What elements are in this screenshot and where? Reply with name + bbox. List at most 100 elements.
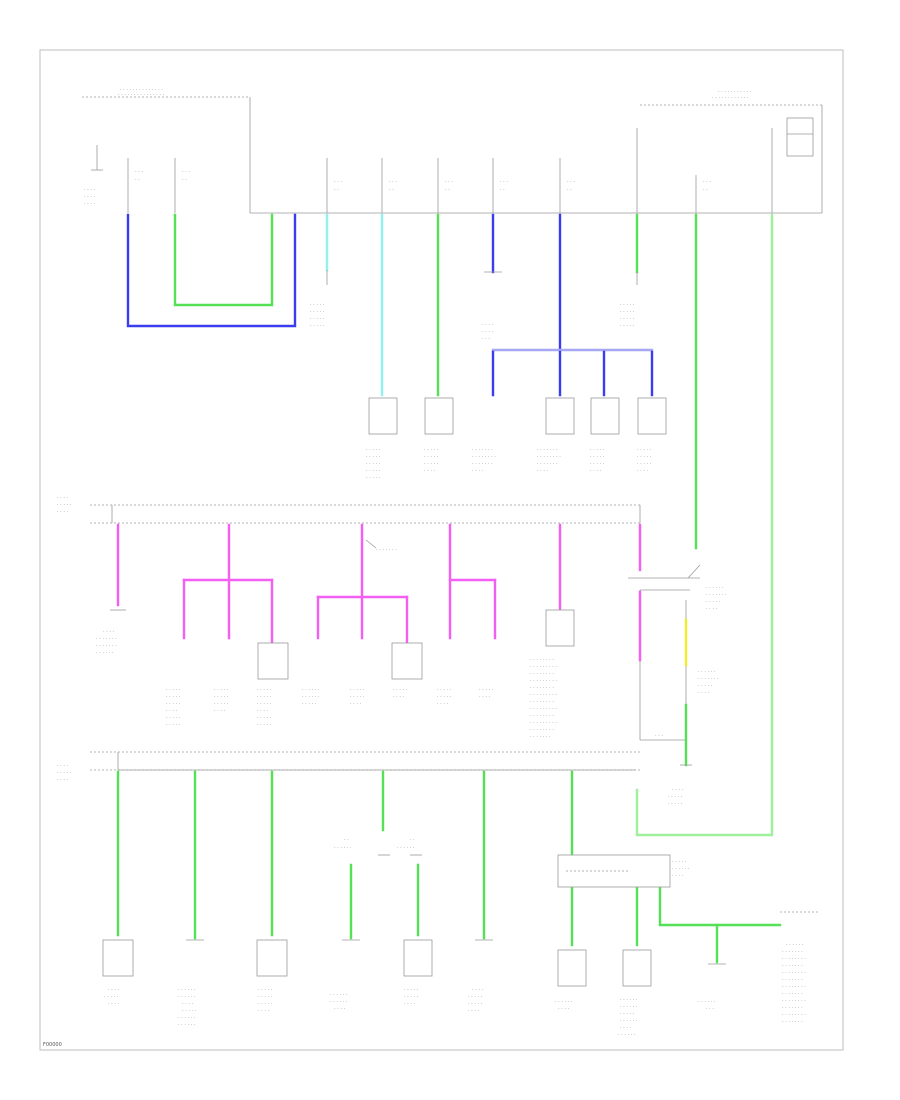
- svg-text:. . . . . . . .: . . . . . . . .: [530, 726, 554, 732]
- svg-text:. . . . . .: . . . . . .: [698, 998, 716, 1004]
- svg-text:. . . . . . . . .: . . . . . . . . .: [530, 691, 557, 697]
- svg-text:. . . . . . .: . . . . . . .: [782, 962, 803, 968]
- svg-text:. . . . . .: . . . . . .: [334, 844, 352, 850]
- svg-text:. . . . . . .: . . . . . . .: [96, 635, 117, 641]
- svg-text:. . . .: . . . .: [166, 707, 178, 713]
- svg-text:. . . . .: . . . . .: [424, 453, 439, 459]
- svg-text:. . . .: . . . .: [590, 467, 602, 473]
- svg-text:. . . . .: . . . . .: [668, 800, 683, 806]
- svg-text:. . . . .: . . . . .: [437, 693, 452, 699]
- svg-text:. . . . . . .: . . . . . . .: [472, 446, 493, 452]
- svg-text:. . . .: . . . .: [393, 693, 405, 699]
- svg-text:. . . . .: . . . . .: [479, 686, 494, 692]
- svg-text:. . . . . .: . . . . . .: [330, 998, 348, 1004]
- svg-text:. . .: . . .: [182, 168, 190, 174]
- svg-text:. . . . .: . . . . .: [590, 460, 605, 466]
- bottom-components: . . . .. . . . .. . . . . . . . . .. . .…: [102, 939, 806, 1037]
- svg-text:. .: . .: [445, 186, 450, 192]
- svg-text:. . . .: . . . .: [84, 200, 96, 206]
- svg-text:. . . .: . . . .: [214, 707, 226, 713]
- svg-text:. . . . . .: . . . . . .: [178, 993, 196, 999]
- svg-text:. . .: . . .: [389, 178, 397, 184]
- wire-green-loop: [173, 213, 274, 307]
- under-hood-fuse-box: . . . . . . . . . . . . . . . . . . . . …: [250, 88, 823, 214]
- svg-text:. . . . .: . . . . .: [104, 993, 119, 999]
- svg-text:. . . . .: . . . . .: [590, 446, 605, 452]
- svg-text:. . . . .: . . . . .: [166, 714, 181, 720]
- svg-text:. . . . . . .: . . . . . . .: [782, 948, 803, 954]
- svg-text:. . . . .: . . . . .: [668, 793, 683, 799]
- svg-text:. . .: . . .: [703, 178, 711, 184]
- svg-text:. . .: . . .: [135, 168, 143, 174]
- svg-text:. . . . .: . . . . .: [166, 686, 181, 692]
- svg-text:. . . . . .: . . . . . .: [302, 686, 320, 692]
- svg-text:. . . . .: . . . . .: [698, 682, 713, 688]
- svg-text:. . . .: . . . .: [672, 786, 684, 792]
- svg-text:. . . . .: . . . . .: [257, 700, 272, 706]
- svg-text:. .: . .: [410, 836, 415, 842]
- svg-text:. . . . . . . . . . .: . . . . . . . . . . .: [718, 88, 752, 94]
- svg-text:. .: . .: [703, 186, 708, 192]
- svg-text:. . . .: . . . .: [706, 605, 718, 611]
- svg-text:. . . .: . . . .: [479, 693, 491, 699]
- svg-text:. . . .: . . . .: [424, 467, 436, 473]
- magenta-wires: [116, 523, 642, 644]
- svg-text:. . . . .: . . . . .: [257, 686, 272, 692]
- svg-text:. . . . .: . . . . .: [590, 453, 605, 459]
- ground-symbol: . . . . . . . . . . . .: [84, 145, 103, 206]
- svg-text:. . . . .: . . . . .: [258, 993, 273, 999]
- svg-text:. . . . .: . . . . .: [393, 686, 408, 692]
- svg-text:. . . . . . . .: . . . . . . . .: [530, 670, 554, 676]
- svg-text:. . . . .: . . . . .: [620, 308, 635, 314]
- svg-text:. . . . . .: . . . . . .: [178, 1014, 196, 1020]
- svg-text:. . . .: . . . .: [620, 1024, 632, 1030]
- svg-text:. . . . .: . . . . .: [257, 721, 272, 727]
- svg-text:. . . . .: . . . . .: [257, 714, 272, 720]
- svg-text:. . . .: . . . .: [103, 628, 115, 634]
- svg-text:. . . . .: . . . . .: [620, 1010, 635, 1016]
- svg-text:. . . .: . . . .: [84, 186, 96, 192]
- svg-text:. .: . .: [500, 186, 505, 192]
- svg-text:. . . .: . . . .: [57, 494, 69, 500]
- svg-text:. . .: . . .: [334, 178, 342, 184]
- svg-text:. . . . .: . . . . .: [57, 501, 72, 507]
- svg-text:. . . . .: . . . . .: [310, 301, 325, 307]
- svg-text:. . . . .: . . . . .: [258, 986, 273, 992]
- svg-text:. . . .: . . . .: [437, 700, 449, 706]
- diagram-frame: [39, 49, 844, 1051]
- svg-text:. . . . . . . . .: . . . . . . . . .: [530, 719, 557, 725]
- svg-text:. . . . . .: . . . . . .: [618, 1031, 636, 1037]
- svg-text:. . . . .: . . . . .: [310, 315, 325, 321]
- figure-id: F00000: [43, 1042, 62, 1048]
- svg-text:. .: . .: [567, 186, 572, 192]
- svg-text:. . . . . .: . . . . . .: [178, 986, 196, 992]
- svg-text:. . . . .: . . . . .: [637, 446, 652, 452]
- svg-text:. . . . . . . .: . . . . . . . .: [472, 453, 496, 459]
- svg-text:. . . .: . . . .: [482, 328, 494, 334]
- svg-text:. . . . . . .: . . . . . . .: [782, 1018, 803, 1024]
- svg-text:. . . . .: . . . . .: [637, 460, 652, 466]
- svg-text:. . . . . . . .: . . . . . . . .: [530, 712, 554, 718]
- svg-text:. . . . .: . . . . .: [166, 721, 181, 727]
- svg-text:. . . .: . . . .: [258, 1007, 270, 1013]
- svg-text:. . . . .: . . . . .: [672, 858, 687, 864]
- svg-text:. . . . . .: . . . . . .: [620, 1003, 638, 1009]
- svg-text:. . .: . . .: [500, 178, 508, 184]
- svg-text:. . . . .: . . . . .: [366, 474, 381, 480]
- svg-text:. . . .: . . . .: [57, 762, 69, 768]
- svg-text:. . . . .: . . . . .: [258, 1000, 273, 1006]
- svg-text:. . . .: . . . .: [468, 1007, 480, 1013]
- svg-text:. . . . .: . . . . .: [366, 453, 381, 459]
- relay-box: [786, 117, 814, 157]
- svg-text:. . . . .: . . . . .: [166, 700, 181, 706]
- svg-text:. . . . . . .: . . . . . . .: [706, 591, 727, 597]
- svg-text:. . . . .: . . . . .: [166, 693, 181, 699]
- svg-text:. . . . .: . . . . .: [350, 686, 365, 692]
- svg-text:. . . . .: . . . . .: [404, 993, 419, 999]
- svg-text:. . . . . . . . .: . . . . . . . . .: [530, 705, 557, 711]
- svg-text:. . . . . . . . . . . .: . . . . . . . . . . . .: [712, 94, 749, 100]
- svg-text:. . . . . . . .: . . . . . . . .: [782, 997, 806, 1003]
- svg-text:. . . . . . . . .: . . . . . . . . .: [530, 663, 557, 669]
- svg-text:. . . .: . . . .: [404, 1000, 416, 1006]
- svg-text:. . . . . . . . . . . . . .: . . . . . . . . . . . . . .: [120, 86, 163, 92]
